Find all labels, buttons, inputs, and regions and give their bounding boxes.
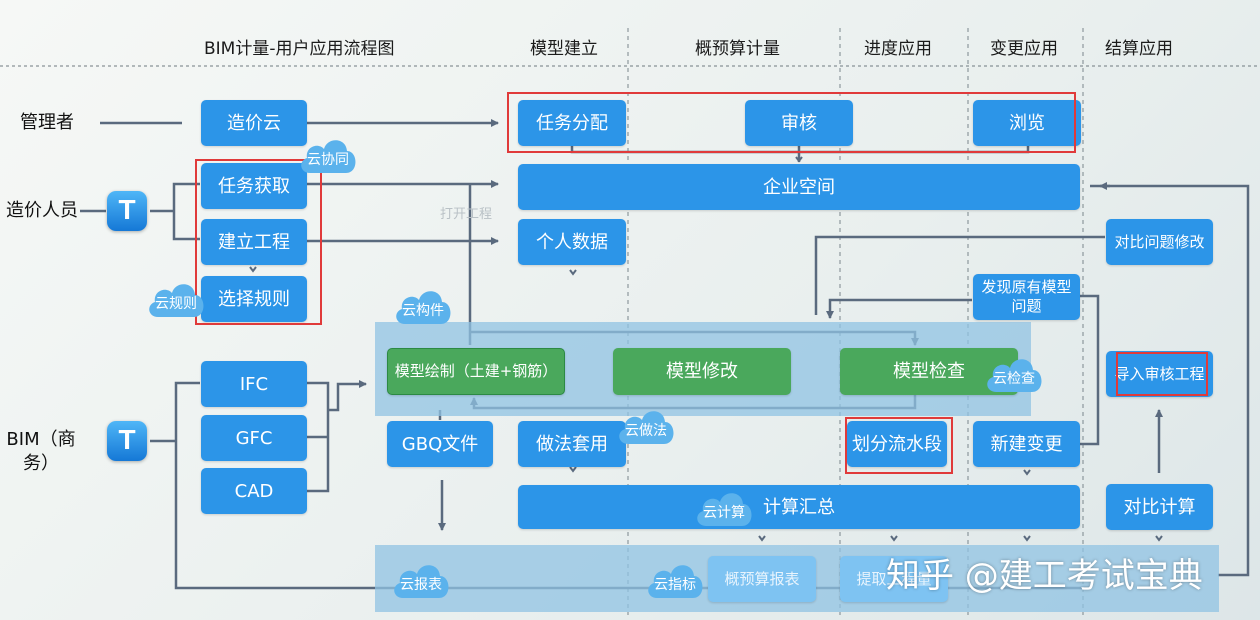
cloud-shape xyxy=(394,565,449,598)
gfc-box[interactable]: GFC xyxy=(201,415,307,461)
header-settle: 结算应用 xyxy=(1105,39,1173,59)
role-bim-business: BIM（商务） xyxy=(6,429,76,474)
cloud-label: 云做法 xyxy=(625,423,667,439)
highlight-review-row xyxy=(507,92,1076,153)
header-estimate: 概预算计量 xyxy=(695,39,780,59)
model-draw-box[interactable]: 模型绘制（土建+钢筋） xyxy=(387,348,565,395)
model-modify-box[interactable]: 模型修改 xyxy=(613,348,791,395)
build-project-box[interactable]: 建立工程 xyxy=(201,219,307,265)
cloud-icon[interactable]: 云构件 xyxy=(391,282,455,326)
calc-summary-box[interactable]: 计算汇总 xyxy=(518,485,1080,529)
watermark: 知乎 @建工考试宝典 xyxy=(886,556,1203,596)
cloud-label: 云规则 xyxy=(155,296,197,312)
ifc-box[interactable]: IFC xyxy=(201,361,307,407)
cloud-shape xyxy=(396,291,451,324)
browse-box[interactable]: 浏览 xyxy=(973,100,1081,146)
cloud-icon[interactable]: 云指标 xyxy=(643,556,707,600)
cloud-icon[interactable]: 云检查 xyxy=(982,350,1046,394)
cloud-shape xyxy=(648,565,703,598)
cloud-shape xyxy=(697,493,752,526)
role-cost-staff: 造价人员 xyxy=(6,200,78,221)
cloud-label: 云报表 xyxy=(400,577,442,593)
new-change-box[interactable]: 新建变更 xyxy=(973,421,1080,467)
cloud-icon[interactable]: 云做法 xyxy=(614,402,678,446)
highlight-cost-tasks xyxy=(195,159,322,325)
flow-title: BIM计量-用户应用流程图 xyxy=(204,39,395,59)
t-letter: T xyxy=(118,194,136,225)
cloud-icon[interactable]: 云协同 xyxy=(296,131,360,175)
extract-qty-box[interactable]: 提取工程量 xyxy=(840,556,948,602)
header-progress: 进度应用 xyxy=(864,39,932,59)
t-app-icon[interactable]: T xyxy=(107,421,147,461)
cloud-shape xyxy=(619,411,674,444)
compare-fix-box[interactable]: 对比问题修改 xyxy=(1106,219,1213,265)
cloud-icon[interactable]: 云计算 xyxy=(692,484,756,528)
highlight-import-review xyxy=(1116,352,1208,396)
review-box[interactable]: 审核 xyxy=(745,100,853,146)
cloud-label: 云构件 xyxy=(402,303,444,319)
find-issues-box[interactable]: 发现原有模型问题 xyxy=(973,274,1080,320)
cloud-label: 云协同 xyxy=(307,152,349,168)
cloud-icon[interactable]: 云报表 xyxy=(389,556,453,600)
enterprise-space-box[interactable]: 企业空间 xyxy=(518,164,1080,210)
cloud-label: 云指标 xyxy=(654,577,696,593)
cloud-label: 云检查 xyxy=(993,371,1035,387)
t-app-icon[interactable]: T xyxy=(107,191,147,231)
header-change: 变更应用 xyxy=(990,39,1058,59)
cloud-shape xyxy=(149,284,204,317)
method-apply-box[interactable]: 做法套用 xyxy=(518,421,626,467)
highlight-flow-segment xyxy=(845,417,953,474)
cloud-icon[interactable]: 云规则 xyxy=(144,275,208,319)
header-model-build: 模型建立 xyxy=(530,39,598,59)
cloud-shape xyxy=(301,140,356,173)
cost-cloud-box[interactable]: 造价云 xyxy=(201,100,307,146)
gbq-file-box[interactable]: GBQ文件 xyxy=(387,421,493,467)
cloud-shape xyxy=(987,359,1042,392)
flow-segment-box[interactable]: 划分流水段 xyxy=(847,421,947,467)
compare-calc-box[interactable]: 对比计算 xyxy=(1106,484,1213,530)
cad-box[interactable]: CAD xyxy=(201,468,307,514)
task-fetch-box[interactable]: 任务获取 xyxy=(201,163,307,209)
t-letter: T xyxy=(118,424,136,455)
personal-data-box[interactable]: 个人数据 xyxy=(518,219,626,265)
role-admin: 管理者 xyxy=(20,112,74,133)
task-assign-box[interactable]: 任务分配 xyxy=(518,100,626,146)
estimate-report-box[interactable]: 概预算报表 xyxy=(708,556,816,602)
cloud-label: 云计算 xyxy=(703,505,745,521)
open-project-label: 打开工程 xyxy=(440,207,493,222)
import-review-box[interactable]: 导入审核工程 xyxy=(1106,351,1213,397)
select-rules-box[interactable]: 选择规则 xyxy=(201,276,307,322)
